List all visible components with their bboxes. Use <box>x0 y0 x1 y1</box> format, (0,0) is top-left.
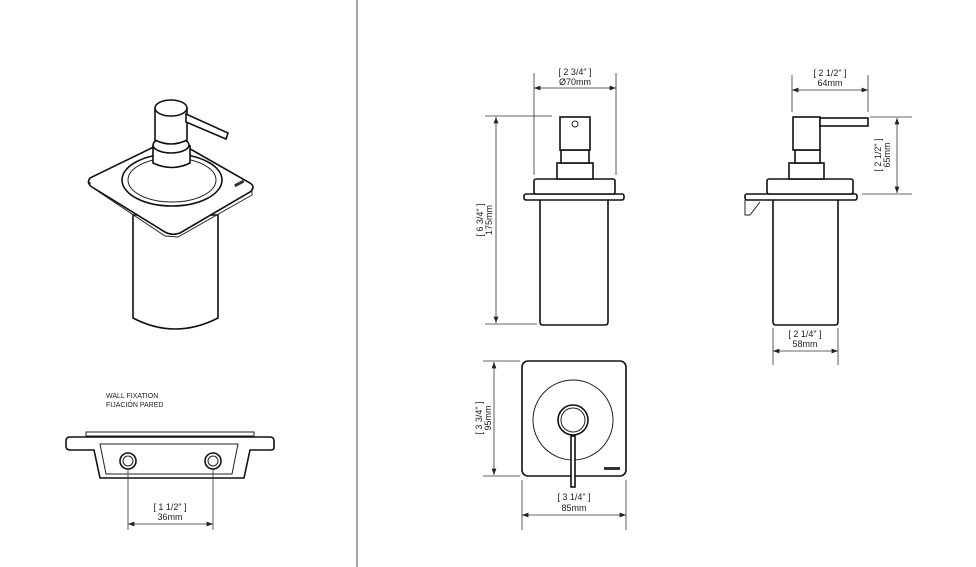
logo-mark <box>604 467 620 470</box>
plate-height-mm: 95mm <box>483 405 493 430</box>
plate-width-in: [ 3 1/4" ] <box>557 492 590 502</box>
plate-width-mm: 85mm <box>561 503 586 513</box>
height-in: [ 6 3/4" ] <box>475 203 485 236</box>
depth-mm: 64mm <box>817 78 842 88</box>
width-mm: Ø70mm <box>559 77 591 87</box>
wall-fixation-view: WALL FIXATION FIJACIÓN PARED [ 1 1/2" ] … <box>65 393 275 530</box>
wall-fixation-label-es: FIJACIÓN PARED <box>106 400 163 409</box>
wall-fixation-label-en: WALL FIXATION <box>106 393 158 400</box>
height-mm: 175mm <box>484 205 494 235</box>
body-width-mm: 58mm <box>792 339 817 349</box>
plate-height-in: [ 3 3/4" ] <box>474 401 484 434</box>
depth-in: [ 2 1/2" ] <box>813 68 846 78</box>
isometric-view <box>87 99 254 330</box>
hole-spacing-in: [ 1 1/2" ] <box>153 502 186 512</box>
logo-mark <box>234 179 245 188</box>
hole-spacing-mm: 36mm <box>157 512 182 522</box>
pump-height-mm: 65mm <box>882 142 892 167</box>
pump-height-in: [ 2 1/2" ] <box>873 138 883 171</box>
side-view: [ 2 1/2" ] 64mm [ 2 1/2" ] 65mm [ 2 1/4"… <box>744 68 912 365</box>
body-width-in: [ 2 1/4" ] <box>788 329 821 339</box>
top-view: [ 3 3/4" ] 95mm [ 3 1/4" ] 85mm <box>474 360 627 530</box>
front-view: [ 2 3/4" ] Ø70mm [ 6 3/4" ] 175mm <box>475 67 625 326</box>
width-in: [ 2 3/4" ] <box>558 67 591 77</box>
